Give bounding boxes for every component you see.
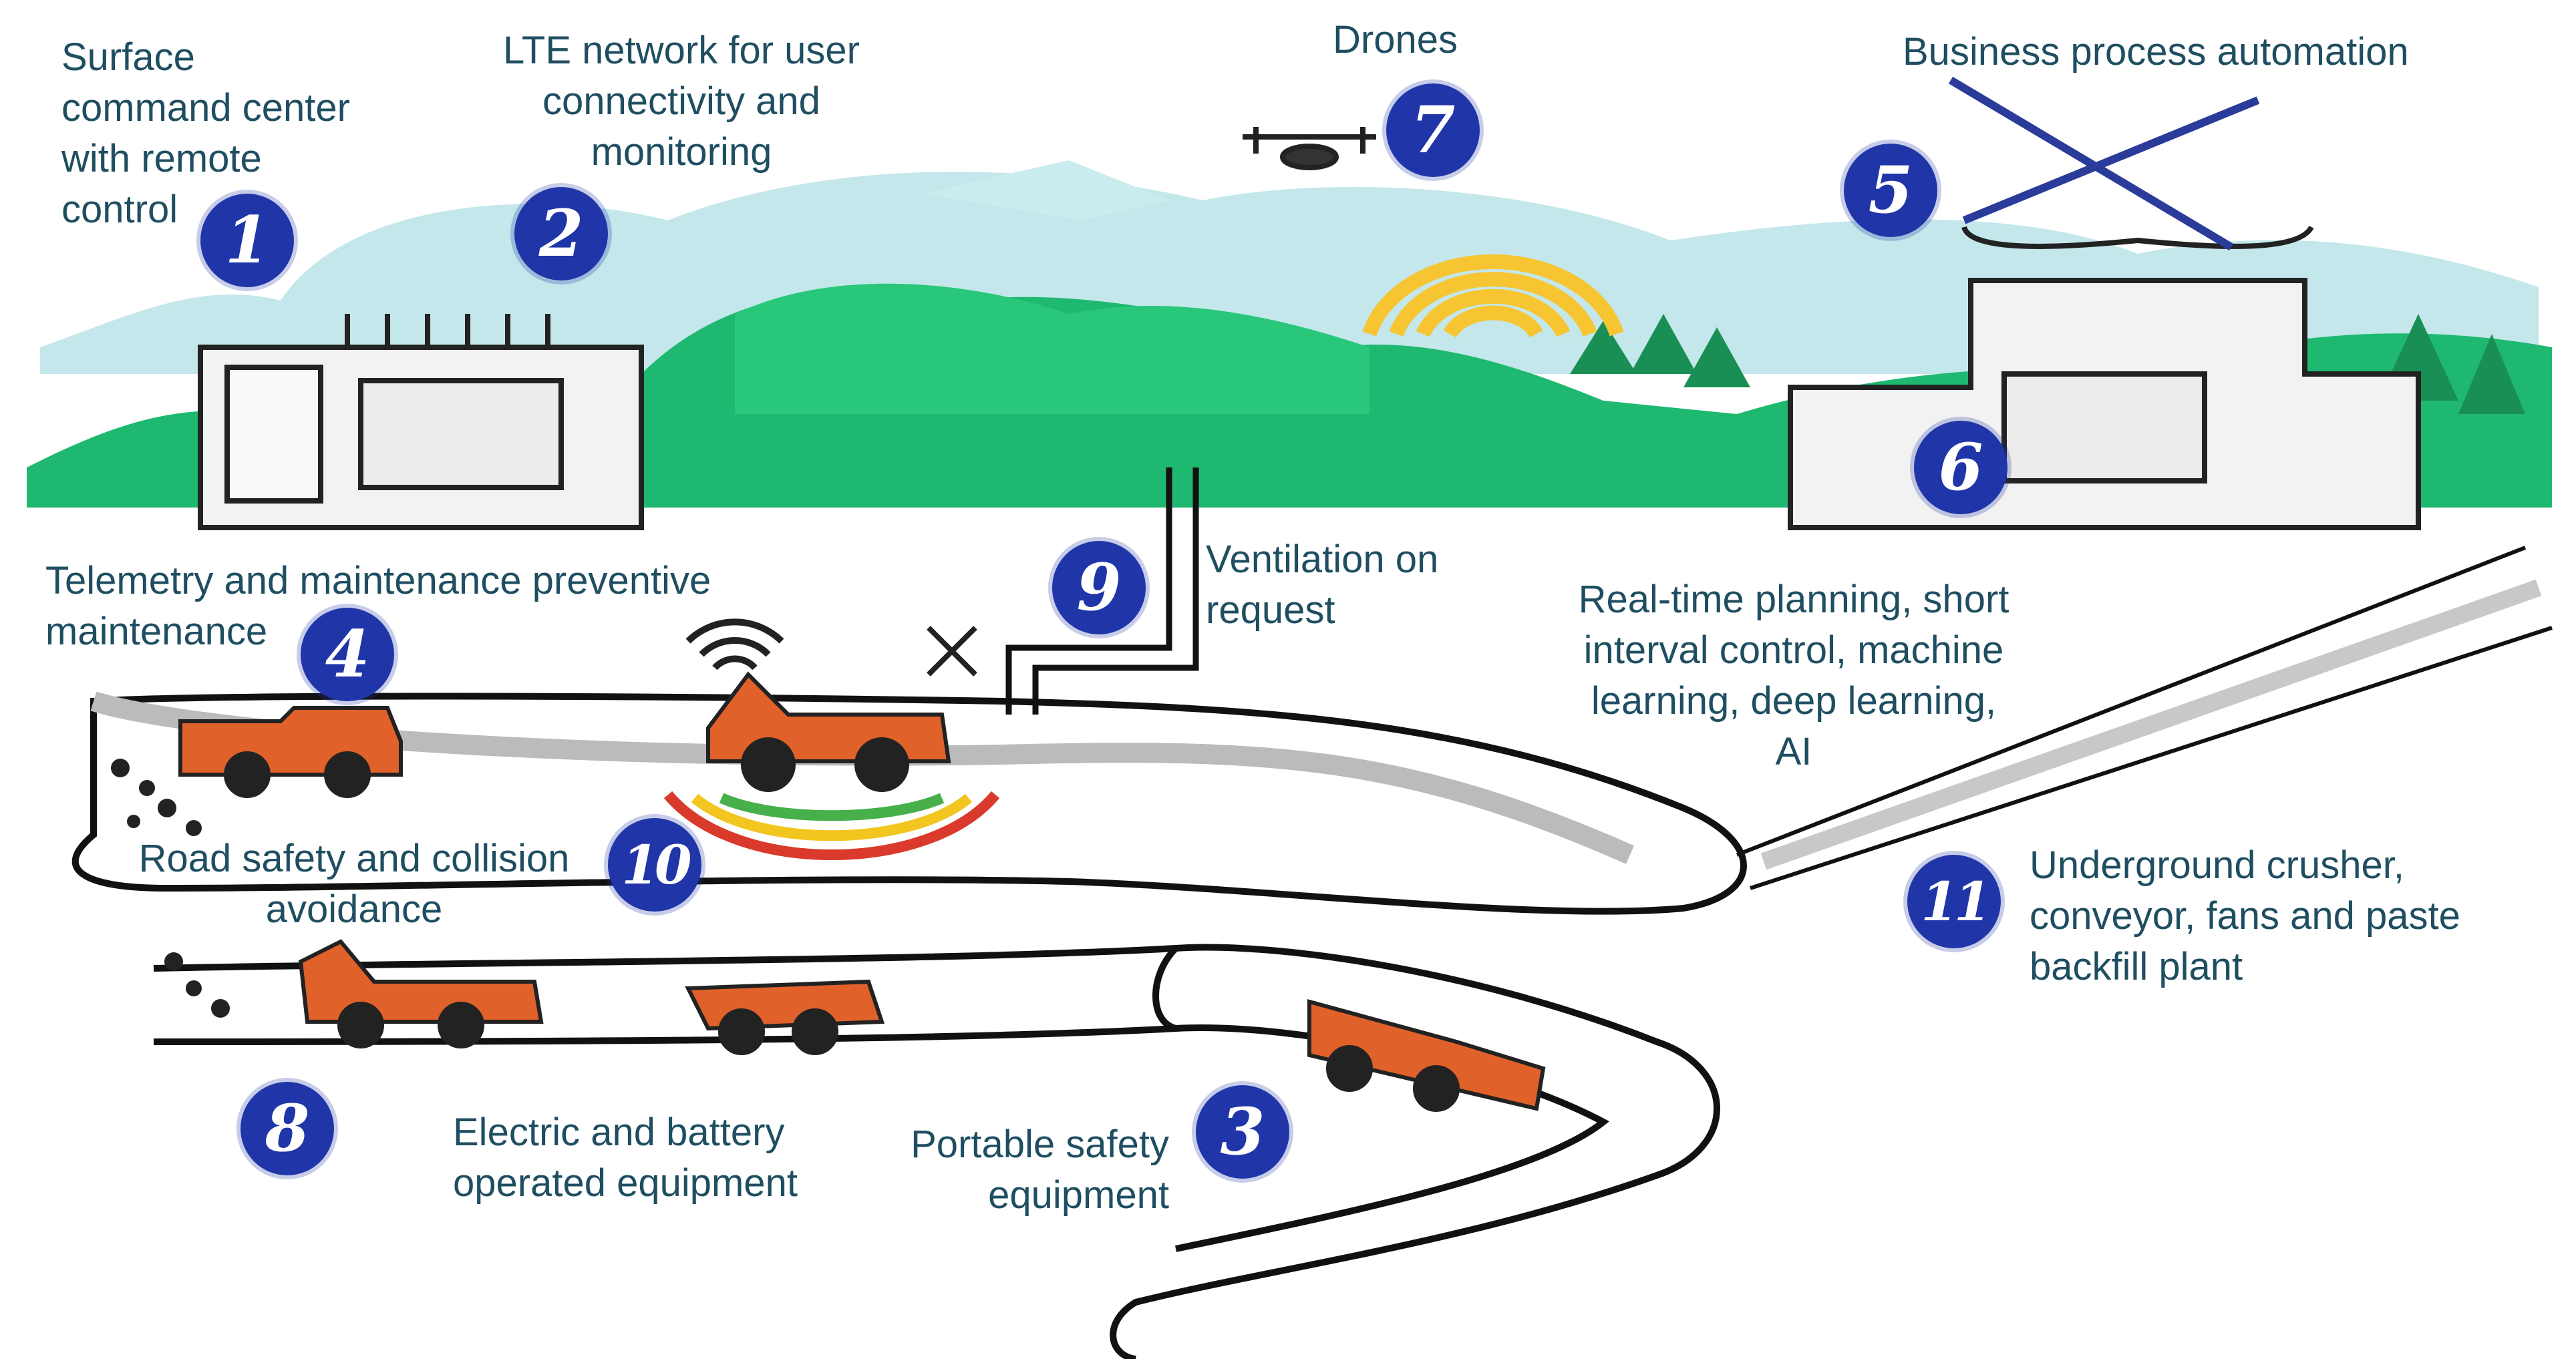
label-road-safety: Road safety and collision avoidance bbox=[138, 837, 570, 931]
sun-icon bbox=[1362, 254, 1624, 338]
label-electric: Electric and battery operated equipment bbox=[453, 1111, 798, 1205]
ventilation-shaft bbox=[1005, 467, 1199, 715]
badge-8: 8 bbox=[240, 1082, 334, 1175]
label-drones: Drones bbox=[1333, 18, 1458, 61]
fan-icon bbox=[927, 626, 977, 676]
wifi-icon bbox=[685, 618, 784, 670]
loader-icon bbox=[706, 671, 951, 792]
badge-5: 5 bbox=[1844, 144, 1937, 237]
badge-6: 6 bbox=[1914, 421, 2007, 514]
truck-icon bbox=[1307, 999, 1546, 1112]
label-crusher: Underground crusher, conveyor, fans and … bbox=[2030, 843, 2460, 988]
badge-3: 3 bbox=[1196, 1085, 1289, 1179]
truck-icon bbox=[685, 979, 885, 1055]
loader-icon bbox=[298, 939, 544, 1048]
label-telemetry: Telemetry and maintenance preventive mai… bbox=[45, 559, 711, 653]
badge-4: 4 bbox=[301, 608, 394, 701]
label-portable-safety: Portable safety equipment bbox=[911, 1123, 1169, 1217]
truck-icon bbox=[178, 706, 403, 798]
label-realtime-planning: Real-time planning, short interval contr… bbox=[1578, 578, 2009, 773]
automation-figures bbox=[1948, 76, 2260, 251]
badge-2: 2 bbox=[514, 187, 608, 280]
building-icon bbox=[198, 314, 644, 530]
badge-11: 11 bbox=[1907, 855, 2001, 948]
drone-icon bbox=[1243, 127, 1376, 170]
badge-7: 7 bbox=[1386, 83, 1480, 177]
label-business-automation: Business process automation bbox=[1903, 30, 2409, 73]
label-surface-command: Surface command center with remote contr… bbox=[61, 35, 350, 231]
collision-signal-icon bbox=[663, 791, 1000, 860]
badge-10: 10 bbox=[608, 818, 701, 912]
rubble bbox=[111, 759, 230, 1018]
label-ventilation: Ventilation on request bbox=[1206, 538, 1439, 632]
label-lte-network: LTE network for user connectivity and mo… bbox=[502, 29, 860, 174]
badge-9: 9 bbox=[1052, 541, 1146, 634]
badge-1: 1 bbox=[200, 194, 294, 287]
tree-icon bbox=[1570, 314, 1750, 387]
